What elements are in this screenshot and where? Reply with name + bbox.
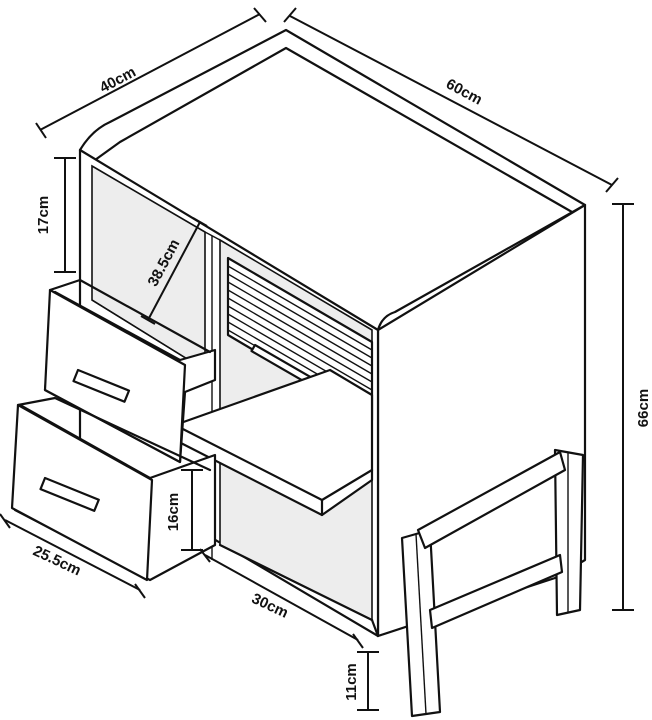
cabinet-top <box>78 28 587 334</box>
upper-drawer[interactable] <box>43 278 217 464</box>
height-label: 66cm <box>635 389 652 427</box>
leg-stretcher <box>416 450 567 630</box>
back-leg-icon <box>553 448 585 617</box>
upper-opening-label: 17cm <box>35 196 52 234</box>
drawer-height-label: 16cm <box>165 493 182 531</box>
depth-label: 40cm <box>97 64 139 97</box>
compartment-width-label: 30cm <box>249 590 291 622</box>
lower-drawer[interactable] <box>10 396 217 582</box>
upper-drawer-handle-icon <box>72 368 131 403</box>
dimension-lines <box>0 7 634 711</box>
width-label: 60cm <box>443 76 485 109</box>
cabinet-base <box>218 543 380 638</box>
lower-drawer-handle-icon <box>39 476 100 512</box>
leg-height-label: 11cm <box>343 663 360 701</box>
